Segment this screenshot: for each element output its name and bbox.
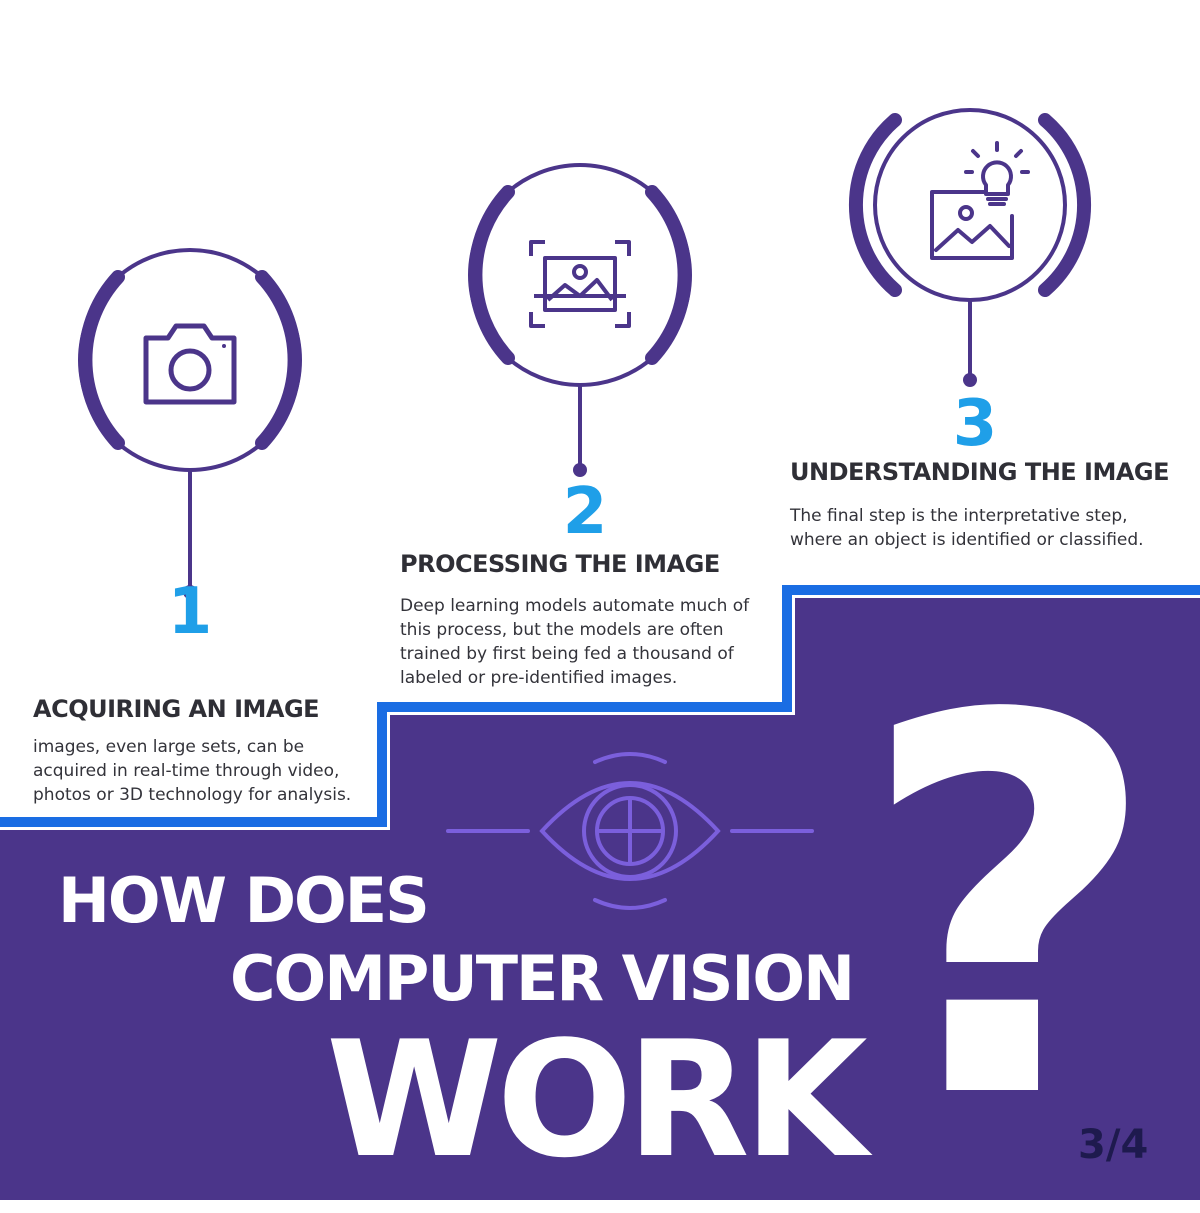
step-2-description: Deep learning models automate much of th… (400, 596, 750, 688)
step-1-arc-right (255, 270, 302, 450)
step-3-graphic (848, 108, 1092, 387)
step-3-number: 3 (952, 387, 998, 461)
step-1-description: images, even large sets, can be acquired… (33, 737, 352, 805)
step-2-title: PROCESSING THE IMAGE (400, 550, 720, 578)
stair-background (0, 598, 1200, 1200)
camera-icon (143, 323, 237, 405)
step-1-arc-left (78, 270, 125, 450)
stair-edge-line (0, 585, 1200, 827)
image-lightbulb-icon (930, 141, 1030, 260)
eye-target-icon (446, 752, 814, 910)
step-1-title: ACQUIRING AN IMAGE (33, 695, 320, 723)
step-2-graphic (468, 163, 692, 477)
step-2-arc-right (645, 185, 692, 365)
step-1-graphic (78, 248, 302, 599)
page-indicator: 3/4 (1078, 1122, 1149, 1168)
image-scan-icon (529, 240, 631, 328)
step-3-arc-right (1038, 113, 1092, 297)
headline-line-1: HOW DOES (58, 864, 430, 937)
step-3-arc-left (848, 113, 902, 297)
headline-line-3: WORK (326, 1006, 868, 1193)
step-2-number: 2 (562, 475, 608, 549)
step-3-description: The final step is the interpretative ste… (790, 506, 1144, 550)
step-1-number: 1 (167, 575, 213, 649)
question-mark: ? (858, 607, 1160, 1213)
step-2-arc-left (468, 185, 515, 365)
headline-line-2: COMPUTER VISION (230, 942, 855, 1015)
step-3-title: UNDERSTANDING THE IMAGE (790, 458, 1170, 486)
